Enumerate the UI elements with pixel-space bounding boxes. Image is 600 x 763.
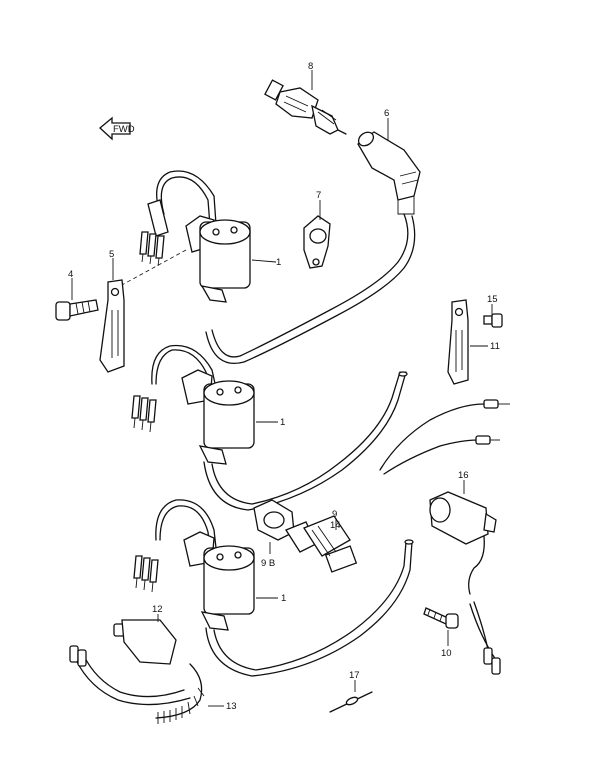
- lead-clamp: [303, 215, 331, 269]
- callout-5: 5: [109, 249, 114, 260]
- callout-12: 12: [152, 604, 163, 615]
- plug-cap: [357, 131, 421, 215]
- callout-1-bot: 1: [281, 593, 286, 604]
- bolt: [55, 299, 99, 321]
- gasket: [253, 499, 295, 541]
- fuse-wire: [329, 691, 373, 713]
- ignition-coil-top: [147, 170, 251, 303]
- thermo-switch: [285, 515, 358, 573]
- bracket-left: [99, 279, 125, 373]
- screw-long: [423, 607, 459, 629]
- sender-unit: [113, 619, 177, 665]
- callout-10: 10: [441, 648, 452, 659]
- callout-17: 17: [349, 670, 360, 681]
- callout-15: 15: [487, 294, 498, 305]
- coil-terminals-top: [139, 231, 165, 267]
- callout-8: 8: [308, 61, 313, 72]
- ignition-coil-mid: [151, 344, 255, 465]
- callout-1-top: 1: [276, 257, 281, 268]
- callout-6: 6: [384, 108, 389, 119]
- callout-16: 16: [458, 470, 469, 481]
- callout-4: 4: [68, 269, 73, 280]
- sensor-unit: [429, 491, 497, 545]
- callout-9b: 9 B: [261, 558, 275, 569]
- screw-small: [483, 313, 503, 328]
- fwd-arrow-icon: FWD: [99, 116, 135, 141]
- callout-11: 11: [490, 341, 500, 352]
- wire-harness: [69, 645, 205, 724]
- coil-terminals-mid: [131, 395, 157, 433]
- callout-1-mid: 1: [280, 417, 285, 428]
- bracket-right: [447, 299, 469, 385]
- callout-14: 14: [330, 520, 341, 531]
- fwd-label: FWD: [113, 124, 135, 135]
- callout-7: 7: [316, 190, 321, 201]
- callout-13: 13: [226, 701, 237, 712]
- spark-plug: [264, 79, 347, 135]
- ignition-coil-bot: [155, 499, 255, 631]
- callout-9: 9: [332, 509, 337, 520]
- coil-terminals-bot: [133, 555, 159, 593]
